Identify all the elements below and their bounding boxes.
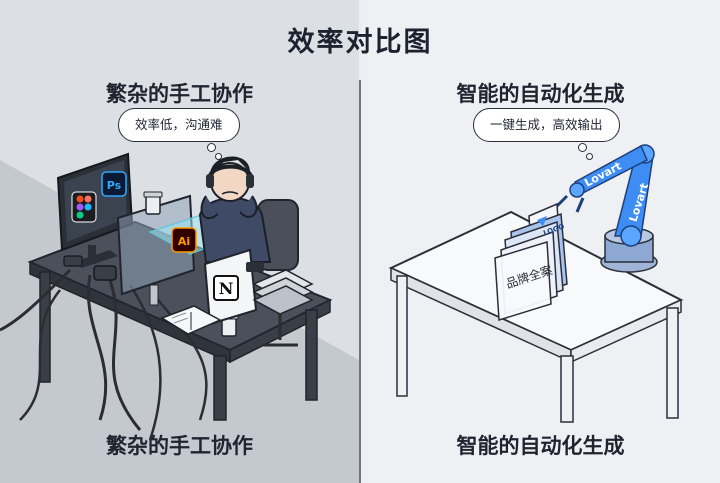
bubble-dot	[207, 143, 216, 152]
cluttered-desk-illustration: N	[0, 152, 333, 441]
svg-text:N: N	[219, 279, 234, 298]
right-panel: 智能的自动化生成 一键生成，高效输出	[361, 0, 720, 483]
stressed-person	[198, 156, 272, 263]
photoshop-label: Ps	[107, 179, 122, 192]
bubble-dot	[586, 153, 593, 160]
bubble-dot	[215, 153, 222, 160]
bubble-dot	[578, 143, 587, 152]
right-thought-bubble: 一键生成，高效输出	[473, 108, 620, 160]
left-panel-caption: 繁杂的手工协作	[106, 434, 253, 458]
right-thought-text: 一键生成，高效输出	[490, 117, 603, 132]
left-panel: 繁杂的手工协作 效率低，沟通难	[0, 0, 359, 483]
automated-desk-illustration	[388, 144, 684, 423]
photoshop-icon	[101, 171, 127, 197]
illustrator-icon	[171, 227, 197, 253]
left-panel-title: 繁杂的手工协作	[106, 82, 253, 106]
right-panel-title: 智能的自动化生成	[456, 82, 625, 106]
left-thought-bubble: 效率低，沟通难	[118, 108, 240, 160]
left-thought-text: 效率低，沟通难	[135, 117, 223, 132]
notion-icon: N	[213, 275, 239, 301]
right-panel-caption: 智能的自动化生成	[456, 434, 625, 458]
page-title: 效率对比图	[287, 27, 433, 58]
panel-divider	[359, 80, 361, 483]
icon-labels: Ps Ai	[107, 179, 190, 248]
figma-icon	[71, 191, 97, 223]
robot-arm-icon	[555, 144, 658, 273]
illustrator-label: Ai	[178, 235, 190, 248]
folder-icon	[494, 202, 568, 321]
